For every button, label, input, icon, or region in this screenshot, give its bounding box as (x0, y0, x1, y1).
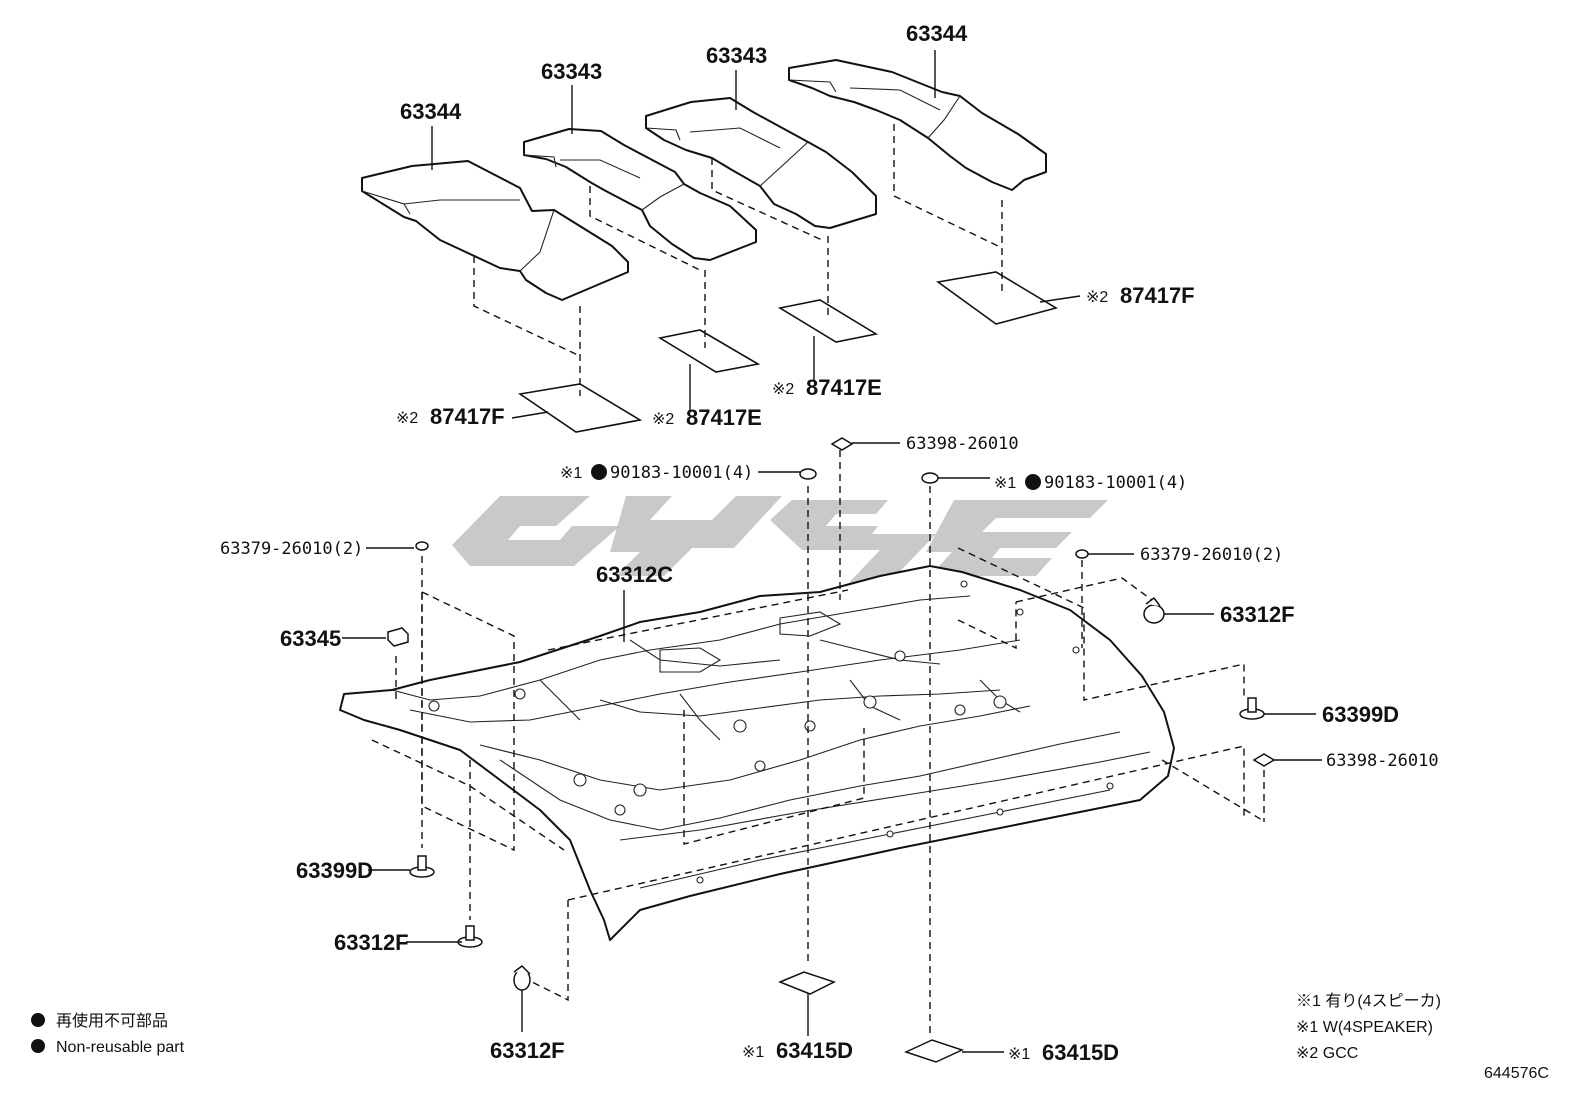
floor-silencer-63312C (339, 565, 1175, 941)
nonreusable-mark-left-icon (591, 464, 607, 480)
sheet-87417E-b (777, 299, 879, 343)
insulator-63344-right (788, 59, 1047, 191)
sheet-87417F-left (517, 383, 643, 433)
label-63379-right: 63379-26010(2) (1140, 545, 1283, 565)
label-63415D-right: 63415D (1042, 1040, 1119, 1065)
grommet-63379-left-icon (415, 541, 429, 551)
grommet-63379-right-icon (1075, 549, 1089, 559)
tray-alignment-lines (371, 547, 1263, 1002)
clip-63312F-left-icon (457, 925, 483, 948)
label-87417E-a: 87417E (686, 405, 762, 430)
label-63399D-left: 63399D (296, 858, 373, 883)
label-63415D-bottom: 63415D (776, 1038, 853, 1063)
label-87417F-left: 87417F (430, 404, 505, 429)
note-mark-90183-left: ※1 (560, 465, 582, 482)
legend-text-jp: 再使用不可部品 (56, 1012, 168, 1030)
insulator-63343-a (523, 128, 757, 261)
note-mark-90183-right: ※1 (994, 475, 1016, 492)
nut-90183-left-icon (799, 468, 817, 480)
label-63312F-left: 63312F (334, 930, 409, 955)
label-63344-right: 63344 (906, 21, 968, 46)
label-63312C: 63312C (596, 562, 673, 587)
pad-63415D-right-icon (903, 1039, 965, 1063)
lower-leaders (342, 442, 1322, 1053)
figure-code: 644576C (1484, 1065, 1549, 1082)
clip-63399D-right-icon (1239, 697, 1265, 720)
fasteners (387, 437, 1276, 1063)
label-90183-right: 90183-10001(4) (1044, 473, 1187, 493)
clip-63345-icon (387, 627, 409, 647)
footnote-3: ※2 GCC (1296, 1045, 1358, 1062)
note-mark-87417F-left: ※2 (396, 410, 418, 427)
label-63345: 63345 (280, 626, 341, 651)
watermark-logo (452, 496, 1108, 590)
footnote-1: ※1 有り(4スピーカ) (1296, 992, 1441, 1010)
fastener-lines (395, 450, 1265, 1038)
clip-63399D-left-icon (409, 855, 435, 878)
label-63344-left: 63344 (400, 99, 462, 124)
clip-63312F-right-icon (1143, 596, 1165, 624)
note-mark-87417E-b: ※2 (772, 381, 794, 398)
label-63398-right: 63398-26010 (1326, 751, 1439, 771)
upper-alignment-lines (473, 124, 1003, 396)
label-63343-b: 63343 (706, 43, 767, 68)
clip-63312F-bottom-icon (513, 965, 531, 991)
note-mark-63415D-bottom: ※1 (742, 1044, 764, 1061)
upper-leaders (431, 50, 1081, 419)
clip-63398-top-icon (830, 437, 854, 451)
legend: 再使用不可部品 Non-reusable part (31, 1012, 185, 1056)
label-63312F-bottom: 63312F (490, 1038, 565, 1063)
clip-63398-right-icon (1252, 753, 1276, 767)
label-87417F-right: 87417F (1120, 283, 1195, 308)
legend-bullet-en-icon (31, 1039, 45, 1053)
note-mark-63415D-right: ※1 (1008, 1046, 1030, 1063)
insulator-63343-b (645, 97, 877, 229)
label-63399D-right: 63399D (1322, 702, 1399, 727)
sheet-87417E-a (657, 329, 761, 373)
sheet-87417F-right (935, 271, 1059, 325)
label-87417E-b: 87417E (806, 375, 882, 400)
note-mark-87417E-a: ※2 (652, 411, 674, 428)
insulator-63344-left (361, 160, 629, 301)
nut-90183-right-icon (921, 472, 939, 484)
legend-text-en: Non-reusable part (56, 1039, 185, 1056)
footnotes: ※1 有り(4スピーカ) ※1 W(4SPEAKER) ※2 GCC (1296, 992, 1441, 1062)
label-63312F-right: 63312F (1220, 602, 1295, 627)
legend-bullet-jp-icon (31, 1013, 45, 1027)
label-63343-a: 63343 (541, 59, 602, 84)
note-mark-87417F-right: ※2 (1086, 289, 1108, 306)
pad-63415D-bottom-icon (778, 971, 836, 995)
footnote-2: ※1 W(4SPEAKER) (1296, 1019, 1433, 1036)
nonreusable-mark-right-icon (1025, 474, 1041, 490)
label-63398-top: 63398-26010 (906, 434, 1019, 454)
label-63379-left: 63379-26010(2) (220, 539, 363, 559)
label-90183-left: 90183-10001(4) (610, 463, 753, 483)
